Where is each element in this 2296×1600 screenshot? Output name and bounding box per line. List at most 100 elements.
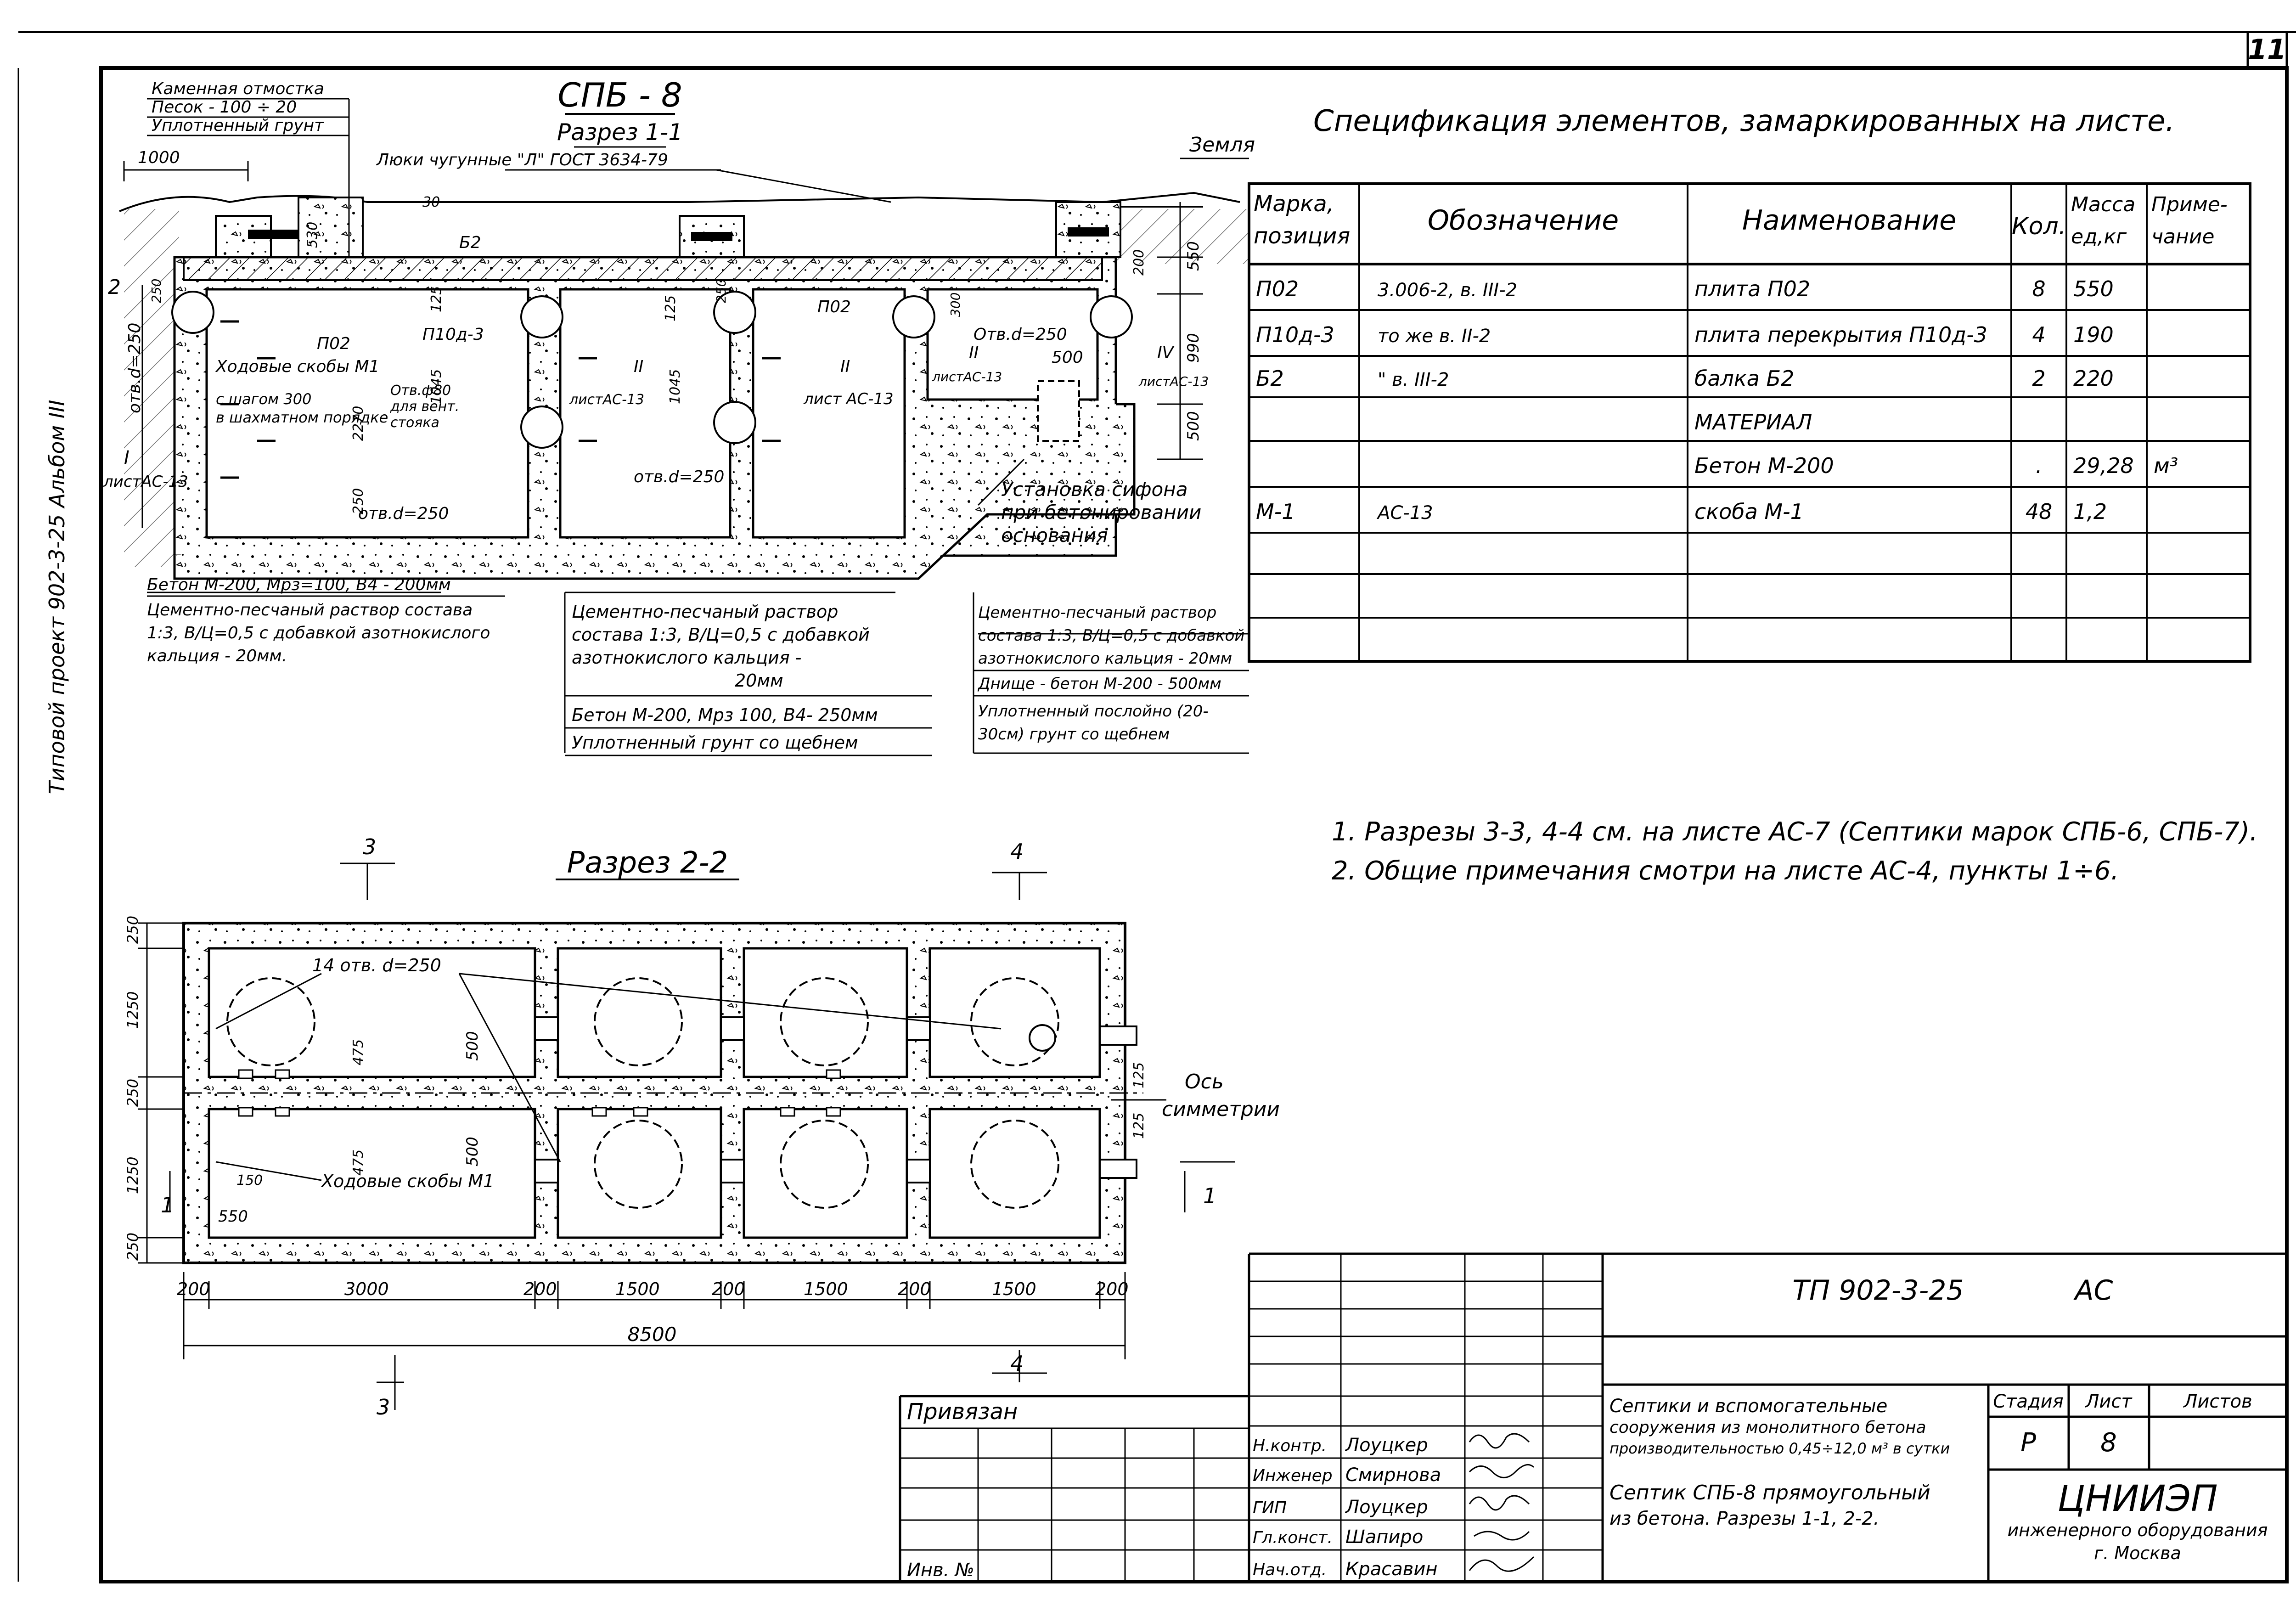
spec-cell-r2-c1: " в. III-2 — [1378, 369, 1449, 390]
spec-cell-r3-c2: МАТЕРИАЛ — [1694, 410, 1812, 434]
vdim-0: 250 — [124, 916, 141, 944]
dim-125-a: 125 — [428, 286, 445, 312]
dim-200: 200 — [1131, 249, 1147, 276]
role-1: Инженер — [1253, 1466, 1333, 1485]
dim-500-b: 500 — [1184, 411, 1203, 441]
note-mid-5: Уплотненный грунт со щебнем — [572, 732, 858, 753]
name-1: Смирнова — [1345, 1465, 1441, 1486]
subject-0: Септики и вспомогательные — [1609, 1396, 1887, 1417]
spec-header-mass-2: ед,кг — [2071, 225, 2127, 248]
spec-header-mass-1: Масса — [2071, 193, 2135, 216]
section-2-2-labels: 3 3 4 4 1 1 14 отв. d=250 Ходовые скобы … — [124, 834, 1280, 1420]
note-right-5: 30см) грунт со щебнем — [978, 725, 1170, 744]
note-mid-1: состава 1:3, В/Ц=0,5 с добавкой — [572, 625, 870, 645]
spec-cell-r4-c4: 29,28 — [2073, 453, 2134, 478]
spec-cell-r4-c3: . — [2036, 453, 2043, 478]
dim-total-8500: 8500 — [628, 1323, 677, 1346]
spec-cell-r4-c5: м³ — [2154, 453, 2178, 478]
role-3: Гл.конст. — [1253, 1528, 1333, 1547]
note-mid-2: азотнокислого кальция - — [572, 648, 801, 668]
spec-header-designation: Обозначение — [1428, 204, 1619, 237]
label-riser: стояка — [390, 415, 439, 431]
spec-cell-r1-c2: плита перекрытия П10д-3 — [1694, 322, 1987, 347]
side-stamp: Типовой проект 902-3-25 Альбом III — [45, 400, 69, 794]
title-block: ТП 902-3-25 АС Привязан Инв. № Н.контр. … — [899, 1252, 2287, 1582]
sheet-title-0: Септик СПБ-8 прямоугольный — [1609, 1481, 1930, 1504]
spec-cell-r5-c2: скоба М-1 — [1694, 499, 1804, 524]
vdim-3: 1250 — [124, 1157, 141, 1194]
spec-table: Марка, позиция Обозначение Наименование … — [1248, 182, 2251, 663]
label-p02-b: П02 — [817, 298, 851, 316]
note-left-0: Бетон М-200, Мрз=100, В4 - 200мм — [147, 575, 451, 594]
spec-title: Спецификация элементов, замаркированных … — [1313, 104, 2175, 138]
label-symmetry: симметрии — [1162, 1098, 1280, 1121]
dim-250-c: 250 — [714, 279, 729, 303]
label-sheet-ac13-d: листАС-13 — [932, 369, 1002, 384]
dim-500-b-2-2: 500 — [463, 1137, 482, 1166]
section-1-1-title: СПБ - 8 — [557, 76, 682, 114]
org-sub: инженерного оборудования — [2007, 1520, 2268, 1540]
stage-header: Стадия — [1993, 1391, 2063, 1412]
label-rungs-order: в шахматном порядке — [216, 409, 388, 426]
spec-cell-r2-c4: 220 — [2073, 366, 2114, 391]
role-4: Нач.отд. — [1253, 1561, 1327, 1579]
org-city: г. Москва — [2094, 1543, 2181, 1563]
note-right-0: Цементно-песчаный раствор — [978, 603, 1216, 622]
hdim-4: 200 — [712, 1279, 745, 1299]
label-siphon-3: основания — [1001, 524, 1108, 546]
org-name: ЦНИИЭП — [2057, 1478, 2217, 1520]
cut-1-right: 1 — [1203, 1183, 1216, 1208]
spec-header-name: Наименование — [1742, 204, 1956, 237]
dim-150: 150 — [236, 1172, 263, 1189]
dim-530: 530 — [304, 222, 321, 248]
sheet-value: 8 — [2100, 1428, 2117, 1458]
section-1-1-labels: Каменная отмостка Песок - 100 ÷ 20 Уплот… — [103, 79, 1255, 546]
hdim-1: 3000 — [344, 1279, 389, 1299]
hdim-6: 200 — [898, 1279, 931, 1299]
spec-cell-r0-c2: плита П02 — [1694, 276, 1810, 301]
signatures — [1469, 1433, 1535, 1572]
label-sheet-ac13-b: листАС-13 — [569, 392, 644, 408]
label-p02-a: П02 — [317, 334, 350, 353]
spec-cell-r2-c0: Б2 — [1256, 366, 1284, 391]
name-0: Лоуцкер — [1345, 1435, 1428, 1456]
spec-cell-r5-c4: 1,2 — [2073, 499, 2107, 524]
dim-500: 500 — [1052, 348, 1083, 367]
vdim-1: 1250 — [124, 992, 141, 1029]
label-hole-d250-b: отв.d=250 — [358, 504, 449, 523]
hdim-8: 200 — [1095, 1279, 1129, 1299]
stage-value: Р — [2020, 1428, 2036, 1458]
note-left-3: кальция - 20мм. — [147, 647, 287, 665]
dim-300: 300 — [948, 293, 963, 317]
name-2: Лоуцкер — [1345, 1497, 1428, 1518]
label-rungs-step: с шагом 300 — [216, 390, 311, 408]
spec-header-qty: Кол. — [2012, 213, 2066, 240]
label-rungs: Ходовые скобы М1 — [215, 357, 379, 376]
label-sheet-ac13-a: листАС-13 — [103, 473, 188, 491]
bound-label: Привязан — [907, 1399, 1018, 1425]
label-siphon-1: Установка сифона — [1001, 478, 1187, 501]
spec-cell-r0-c3: 8 — [2032, 276, 2045, 301]
label-hatches: Люки чугунные "Л" ГОСТ 3634-79 — [376, 151, 668, 169]
mark-II-a: II — [634, 357, 643, 376]
hdim-2: 200 — [523, 1279, 557, 1299]
note-right-3: Днище - бетон М-200 - 500мм — [977, 675, 1221, 693]
spec-header-mark-2: позиция — [1254, 223, 1350, 249]
label-for-vent: для вент. — [390, 399, 459, 415]
note-right-1: состава 1:3, В/Ц=0,5 с добавкой — [978, 626, 1244, 645]
dim-990: 990 — [1184, 333, 1203, 363]
general-note-2: 2. Общие примечания смотри на листе АС-4… — [1332, 856, 2119, 886]
spec-header-note-2: чание — [2151, 225, 2214, 248]
section-2-2-title: Разрез 2-2 — [567, 846, 728, 880]
label-b2: Б2 — [459, 233, 481, 252]
note-right-2: азотнокислого кальция - 20мм — [978, 649, 1232, 668]
notes-right: Цементно-песчаный раствор состава 1:3, В… — [973, 592, 1249, 754]
dim-125-b: 125 — [663, 295, 679, 321]
spec-cell-r0-c4: 550 — [2073, 276, 2114, 301]
spec-cell-r2-c2: балка Б2 — [1694, 366, 1794, 391]
spec-header-mark-1: Марка, — [1254, 191, 1334, 217]
label-sand: Песок - 100 ÷ 20 — [152, 98, 297, 117]
note-mid-4: Бетон М-200, Мрз 100, В4- 250мм — [572, 705, 878, 725]
section-1-1-drawing — [119, 98, 1249, 635]
